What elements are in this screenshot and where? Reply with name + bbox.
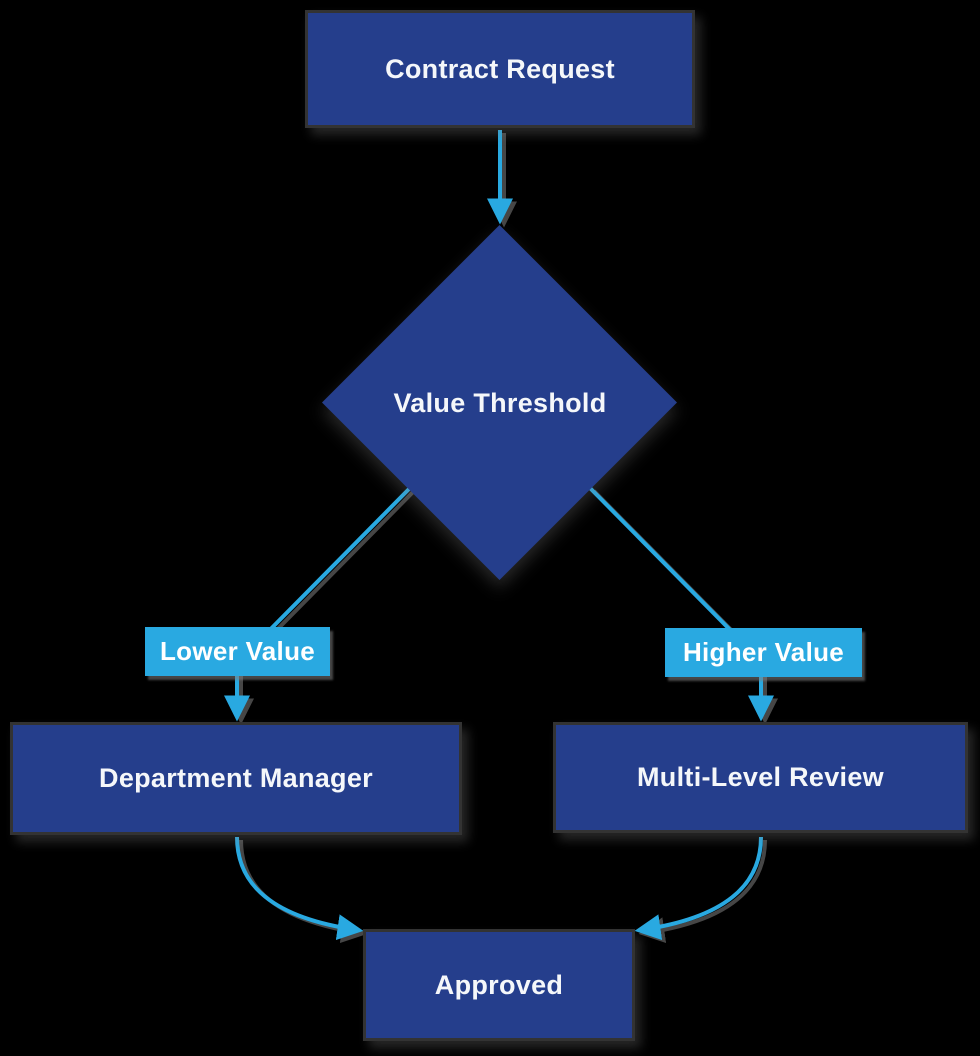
edge-label-higher-value-text: Higher Value <box>682 637 845 667</box>
node-department-manager: Department Manager <box>10 722 462 835</box>
node-approved-label: Approved <box>434 969 564 1000</box>
node-contract-request-label: Contract Request <box>385 53 615 84</box>
node-value-threshold-label: Value Threshold <box>393 387 607 418</box>
node-department-manager-label: Department Manager <box>99 763 373 793</box>
node-contract-request: Contract Request <box>305 10 695 128</box>
edge-multi-level-review-to-approved <box>634 836 763 941</box>
node-approved: Approved <box>363 929 635 1041</box>
edge-label-higher-value: Higher Value <box>665 628 862 677</box>
node-multi-level-review-label: Multi-Level Review <box>637 762 884 792</box>
node-value-threshold: Value Threshold <box>322 225 678 581</box>
node-multi-level-review: Multi-Level Review <box>553 722 968 833</box>
edge-label-lower-value: Lower Value <box>145 627 330 676</box>
edge-department-manager-to-approved <box>235 836 364 941</box>
edge-label-lower-value-text: Lower Value <box>159 636 316 666</box>
